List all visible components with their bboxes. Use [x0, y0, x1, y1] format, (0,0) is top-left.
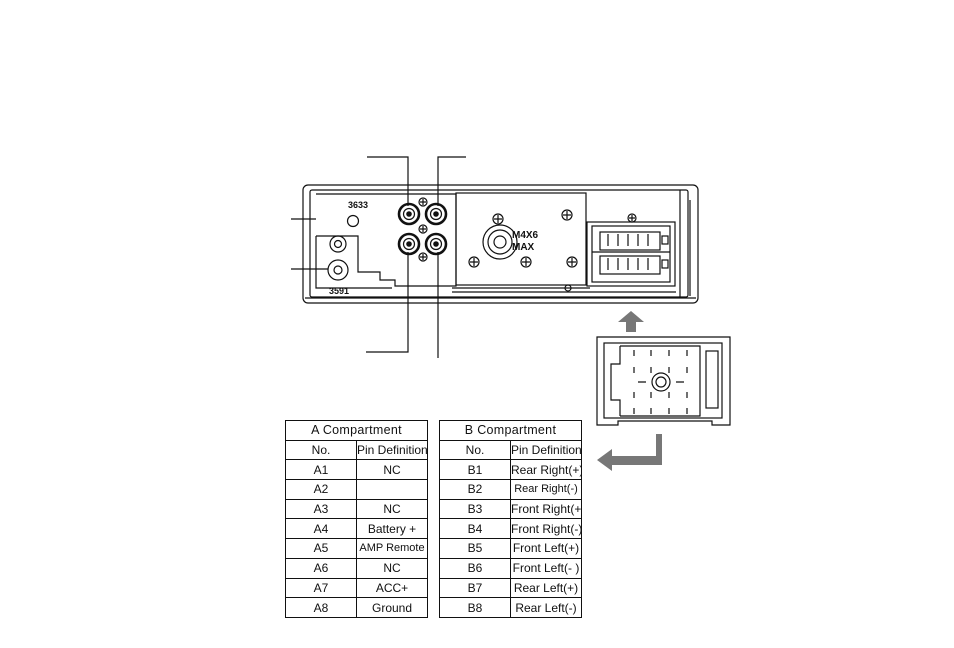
leader-line — [366, 252, 408, 352]
table-title: A Compartment — [286, 421, 428, 441]
column-header: Pin Definition — [357, 440, 428, 460]
hole-small — [348, 216, 359, 227]
arrow-left-icon — [597, 434, 662, 471]
label-3591: 3591 — [329, 286, 349, 296]
rca-jacks — [399, 198, 446, 261]
antenna-socket — [328, 260, 348, 280]
leader-line — [438, 157, 466, 206]
screw-spec-text: M4X6 — [512, 230, 539, 241]
column-header: No. — [286, 440, 357, 460]
rca-jack-small — [330, 236, 346, 252]
plug-center-hole — [652, 373, 670, 391]
column-header: No. — [440, 440, 511, 460]
table-row: A2 — [286, 480, 428, 500]
column-header: Pin Definition — [511, 440, 582, 460]
label-3633: 3633 — [348, 200, 368, 210]
table-title: B Compartment — [440, 421, 582, 441]
screw-spec-text: MAX — [512, 242, 535, 253]
left-panel-outline — [316, 194, 456, 286]
arrow-up-icon — [618, 311, 644, 332]
leader-line — [367, 157, 408, 206]
iso-plug — [597, 337, 730, 425]
